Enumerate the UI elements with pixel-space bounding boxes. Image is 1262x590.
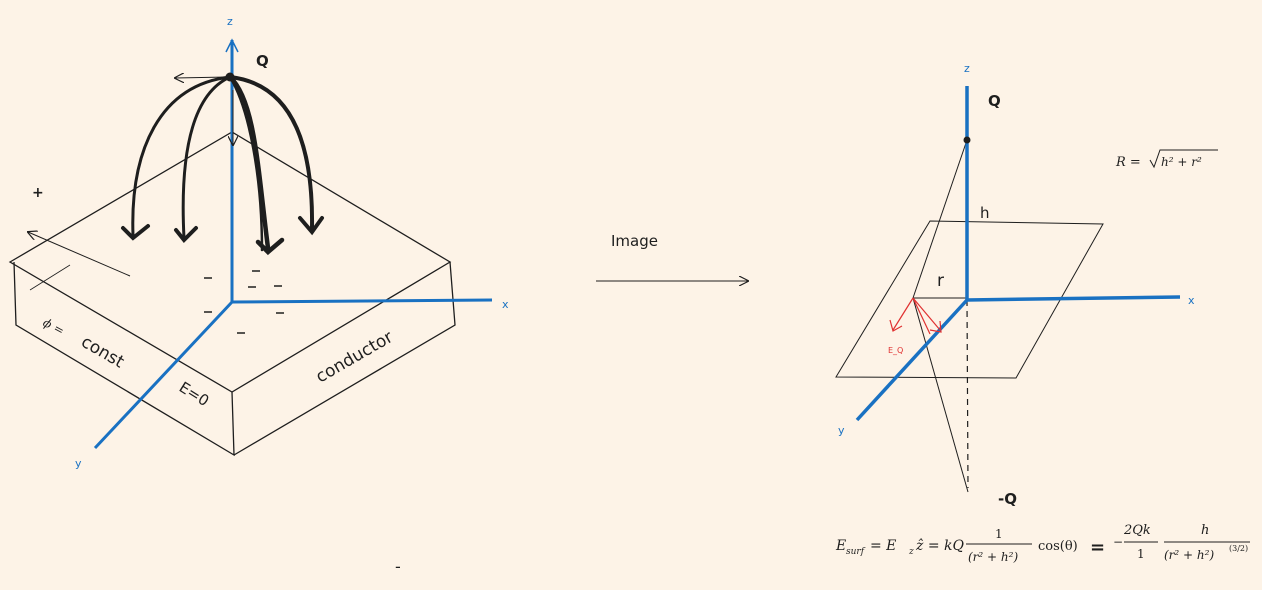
- r-formula: R = h² + r²: [1115, 149, 1218, 170]
- right-x-axis: [966, 295, 1181, 302]
- frac1-num: 1: [995, 527, 1003, 541]
- image-charge-label: -Q: [998, 490, 1017, 508]
- right-x-label: x: [1188, 294, 1195, 307]
- h-label: h: [980, 204, 990, 222]
- image-label: Image: [611, 232, 658, 250]
- neg-sign: −: [1113, 535, 1123, 549]
- frac3-num: h: [1201, 523, 1209, 538]
- r-label: r: [937, 271, 944, 291]
- slab-right-face: [233, 261, 456, 456]
- right-y-axis: [855, 298, 969, 422]
- equals-bold: =: [1090, 537, 1105, 558]
- stray-minus: -: [395, 557, 401, 576]
- plus-sign: +: [32, 185, 44, 201]
- field-vector-label: E_Q: [888, 346, 903, 355]
- e-surf-formula: E surf = E z ẑ = kQ 1 (r² + h²) cos(θ) =…: [835, 523, 1250, 564]
- field-vectors: [889, 297, 942, 335]
- frac3-exp: (3/2): [1229, 544, 1248, 553]
- image-transition-arrow: Image: [596, 232, 748, 281]
- left-y-label: y: [75, 457, 82, 470]
- right-charge-label: Q: [988, 92, 1001, 110]
- r-formula-lhs: R =: [1115, 155, 1141, 170]
- frac3-den: (r² + h²): [1164, 548, 1214, 562]
- right-y-label: y: [838, 424, 845, 437]
- conducting-plane: [835, 220, 1104, 379]
- image-dashed-line: [966, 299, 969, 489]
- e-mid: = E: [870, 538, 896, 554]
- frac2-num: 2Qk: [1123, 523, 1151, 538]
- slab-top-face: [8, 131, 452, 393]
- right-image-figure: z x y Q -Q h r E_Q R = h² + r² E surf = …: [835, 62, 1250, 564]
- e-sub: surf: [846, 547, 866, 557]
- left-x-axis: [231, 298, 493, 304]
- charge-point-q: [225, 72, 235, 82]
- left-z-label: z: [227, 15, 233, 28]
- e-zhat: ẑ = kQ: [915, 537, 964, 554]
- right-z-label: z: [964, 62, 970, 75]
- surface-charges: [204, 270, 284, 334]
- e-z-sub: z: [908, 547, 914, 557]
- frac2-den: 1: [1137, 547, 1145, 561]
- left-y-axis: [93, 300, 234, 450]
- left-charge-label: Q: [256, 52, 269, 70]
- r-formula-radicand: h² + r²: [1161, 155, 1202, 169]
- e-zero-label: E=0: [176, 378, 212, 410]
- e-lhs: E: [835, 538, 846, 554]
- slab-left-face: [13, 261, 235, 457]
- cos-term: cos(θ): [1038, 539, 1078, 554]
- left-conductor-figure: z x y Q + ϕ = const E=0 conductor -: [8, 15, 509, 576]
- right-charge-point: [963, 136, 971, 144]
- left-x-label: x: [502, 298, 509, 311]
- phi-label: ϕ =: [41, 315, 67, 338]
- frac1-den: (r² + h²): [968, 550, 1018, 564]
- field-lines: [121, 74, 324, 256]
- surface-field-arrow: [28, 232, 131, 277]
